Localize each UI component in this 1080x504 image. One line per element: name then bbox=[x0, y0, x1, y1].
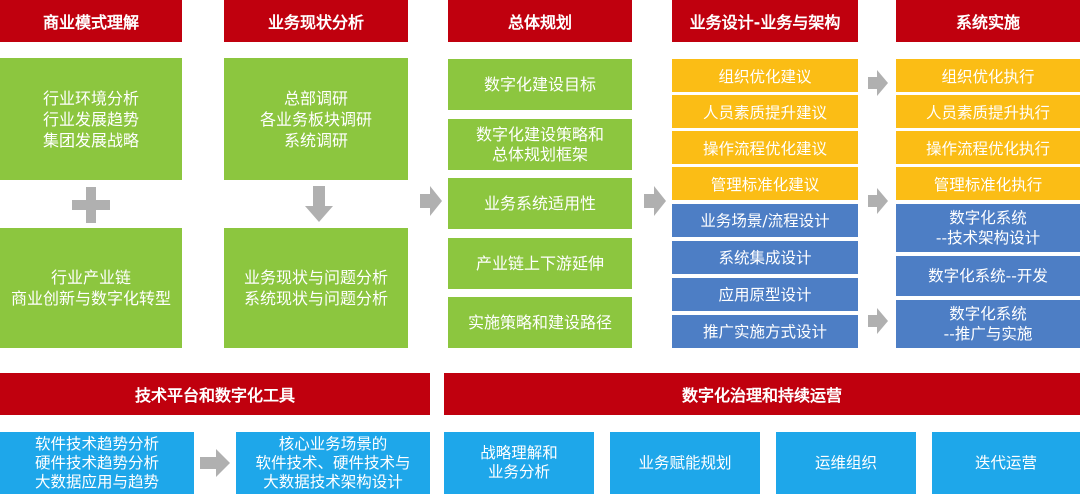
implementation-blue-item: 数字化系统 --技术架构设计 bbox=[896, 204, 1080, 252]
iterative-operation-box: 迭代运营 bbox=[932, 432, 1080, 494]
right-arrow-icon bbox=[868, 188, 888, 214]
enablement-planning-box: 业务赋能规划 bbox=[610, 432, 760, 494]
research-box: 总部调研 各业务板块调研 系统调研 bbox=[224, 58, 408, 180]
right-arrow-icon bbox=[868, 70, 888, 96]
header-tech-platform: 技术平台和数字化工具 bbox=[0, 373, 430, 415]
status-analysis-box: 业务现状与问题分析 系统现状与问题分析 bbox=[224, 228, 408, 348]
design-blue-item: 推广实施方式设计 bbox=[672, 315, 858, 348]
planning-item: 实施策略和建设路径 bbox=[448, 297, 632, 348]
implementation-yellow-item: 人员素质提升执行 bbox=[896, 95, 1080, 128]
industry-chain-box: 行业产业链 商业创新与数字化转型 bbox=[0, 228, 182, 348]
plus-icon bbox=[72, 187, 110, 223]
tech-trend-analysis-box: 软件技术趋势分析 硬件技术趋势分析 大数据应用与趋势 bbox=[0, 432, 194, 494]
design-yellow-item: 组织优化建议 bbox=[672, 59, 858, 92]
planning-item: 数字化建设目标 bbox=[448, 59, 632, 110]
right-arrow-icon bbox=[644, 186, 666, 216]
design-blue-item: 应用原型设计 bbox=[672, 278, 858, 311]
design-blue-item: 业务场景/流程设计 bbox=[672, 204, 858, 237]
operations-org-box: 运维组织 bbox=[776, 432, 916, 494]
planning-item: 业务系统适用性 bbox=[448, 178, 632, 229]
down-arrow-icon bbox=[305, 186, 333, 222]
design-yellow-item: 人员素质提升建议 bbox=[672, 95, 858, 128]
design-blue-item: 系统集成设计 bbox=[672, 241, 858, 274]
planning-item: 产业链上下游延伸 bbox=[448, 238, 632, 289]
header-system-implementation: 系统实施 bbox=[896, 0, 1080, 42]
implementation-blue-item: 数字化系统--开发 bbox=[896, 256, 1080, 296]
right-arrow-icon bbox=[420, 186, 442, 216]
implementation-blue-item: 数字化系统 --推广与实施 bbox=[896, 300, 1080, 348]
design-yellow-item: 操作流程优化建议 bbox=[672, 131, 858, 164]
strategy-analysis-box: 战略理解和 业务分析 bbox=[444, 432, 594, 494]
header-digital-governance: 数字化治理和持续运营 bbox=[444, 373, 1080, 415]
implementation-yellow-item: 管理标准化执行 bbox=[896, 167, 1080, 200]
industry-analysis-box: 行业环境分析 行业发展趋势 集团发展战略 bbox=[0, 58, 182, 180]
header-business-model: 商业模式理解 bbox=[0, 0, 182, 42]
header-overall-planning: 总体规划 bbox=[448, 0, 632, 42]
implementation-yellow-item: 操作流程优化执行 bbox=[896, 131, 1080, 164]
implementation-yellow-item: 组织优化执行 bbox=[896, 59, 1080, 92]
header-business-status: 业务现状分析 bbox=[224, 0, 408, 42]
header-business-design: 业务设计-业务与架构 bbox=[672, 0, 858, 42]
planning-item: 数字化建设策略和 总体规划框架 bbox=[448, 119, 632, 170]
right-arrow-icon bbox=[200, 449, 230, 477]
right-arrow-icon bbox=[868, 308, 888, 334]
tech-architecture-box: 核心业务场景的 软件技术、硬件技术与 大数据技术架构设计 bbox=[236, 432, 430, 494]
design-yellow-item: 管理标准化建议 bbox=[672, 167, 858, 200]
